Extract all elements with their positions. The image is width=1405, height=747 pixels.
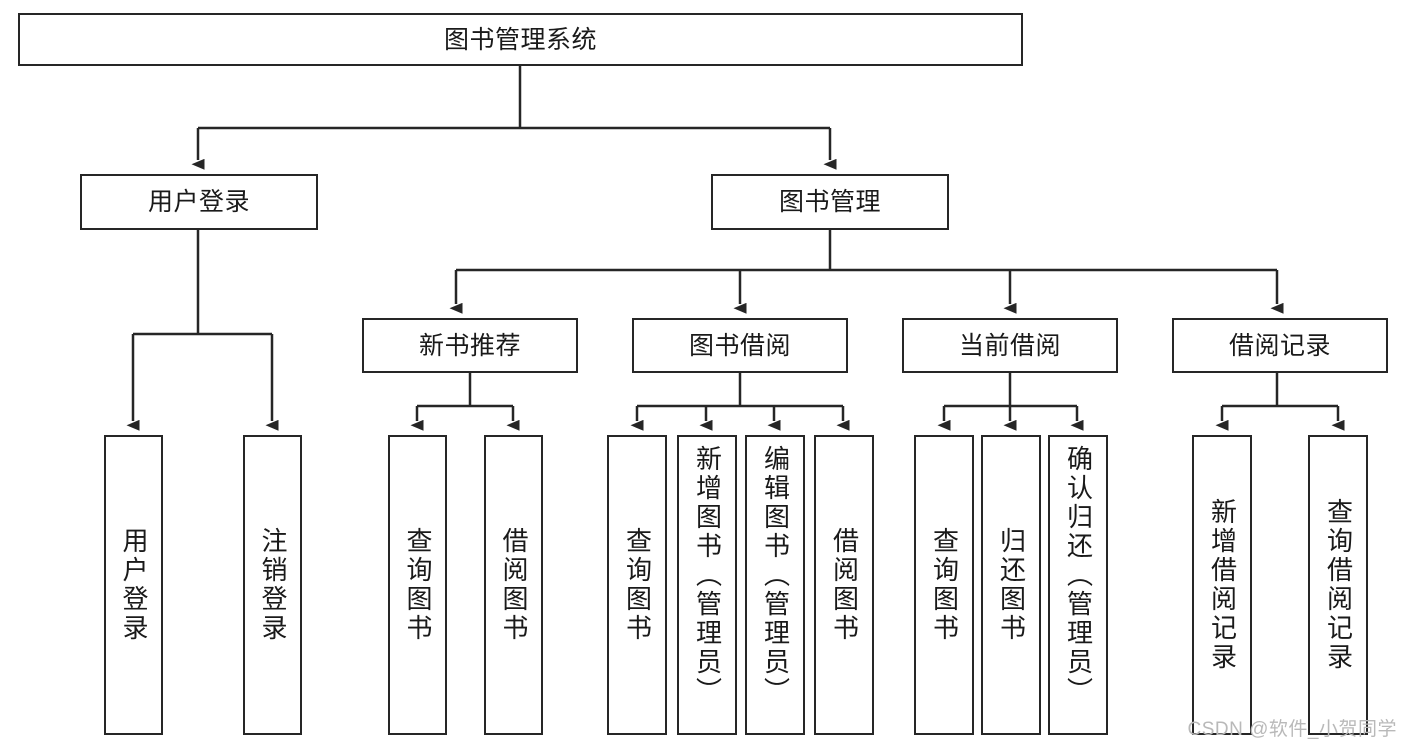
node-leaf-edit-book-admin-label: 编辑图书（管理员） bbox=[760, 445, 791, 706]
node-user-login[interactable]: 用户登录 bbox=[80, 174, 318, 230]
node-leaf-borrow-book-recommend[interactable]: 借阅图书 bbox=[484, 435, 543, 735]
node-leaf-query-borrow-record-label: 查询借阅记录 bbox=[1323, 498, 1354, 672]
node-leaf-user-login[interactable]: 用户登录 bbox=[104, 435, 163, 735]
node-current-borrow-label: 当前借阅 bbox=[958, 331, 1061, 360]
node-book-management-label: 图书管理 bbox=[778, 188, 881, 216]
node-book-borrow-label: 图书借阅 bbox=[688, 331, 791, 360]
node-leaf-return-book-label: 归还图书 bbox=[996, 527, 1027, 643]
node-leaf-add-borrow-record[interactable]: 新增借阅记录 bbox=[1192, 435, 1252, 735]
csdn-watermark: CSDN @软件_小贺同学 bbox=[1187, 719, 1397, 740]
node-leaf-confirm-return-admin-label: 确认归还（管理员） bbox=[1063, 445, 1094, 706]
node-leaf-query-book-recommend[interactable]: 查询图书 bbox=[388, 435, 447, 735]
node-new-book-recommend-label: 新书推荐 bbox=[418, 331, 521, 360]
node-leaf-borrow-book-label: 借阅图书 bbox=[829, 527, 860, 643]
node-leaf-logout[interactable]: 注销登录 bbox=[243, 435, 302, 735]
node-user-login-label: 用户登录 bbox=[147, 188, 250, 216]
node-leaf-query-book-current[interactable]: 查询图书 bbox=[914, 435, 974, 735]
node-leaf-query-book-recommend-label: 查询图书 bbox=[403, 527, 434, 643]
node-leaf-add-borrow-record-label: 新增借阅记录 bbox=[1207, 498, 1238, 672]
node-leaf-borrow-book[interactable]: 借阅图书 bbox=[814, 435, 874, 735]
node-leaf-query-borrow-record[interactable]: 查询借阅记录 bbox=[1308, 435, 1368, 735]
node-root[interactable]: 图书管理系统 bbox=[18, 13, 1023, 66]
node-leaf-logout-label: 注销登录 bbox=[258, 527, 289, 643]
node-leaf-query-book-borrow-label: 查询图书 bbox=[622, 527, 653, 643]
node-leaf-query-book-borrow[interactable]: 查询图书 bbox=[607, 435, 667, 735]
node-book-borrow[interactable]: 图书借阅 bbox=[632, 318, 848, 373]
node-leaf-confirm-return-admin[interactable]: 确认归还（管理员） bbox=[1048, 435, 1108, 735]
node-leaf-add-book-admin-label: 新增图书（管理员） bbox=[692, 445, 723, 706]
node-leaf-edit-book-admin[interactable]: 编辑图书（管理员） bbox=[745, 435, 805, 735]
node-leaf-return-book[interactable]: 归还图书 bbox=[981, 435, 1041, 735]
node-current-borrow[interactable]: 当前借阅 bbox=[902, 318, 1118, 373]
node-new-book-recommend[interactable]: 新书推荐 bbox=[362, 318, 578, 373]
node-borrow-records-label: 借阅记录 bbox=[1228, 331, 1331, 360]
node-leaf-query-book-current-label: 查询图书 bbox=[929, 527, 960, 643]
node-leaf-user-login-label: 用户登录 bbox=[119, 527, 150, 643]
node-root-label: 图书管理系统 bbox=[443, 25, 597, 54]
node-borrow-records[interactable]: 借阅记录 bbox=[1172, 318, 1388, 373]
node-leaf-add-book-admin[interactable]: 新增图书（管理员） bbox=[677, 435, 737, 735]
node-leaf-borrow-book-recommend-label: 借阅图书 bbox=[499, 527, 530, 643]
node-book-management[interactable]: 图书管理 bbox=[711, 174, 949, 230]
